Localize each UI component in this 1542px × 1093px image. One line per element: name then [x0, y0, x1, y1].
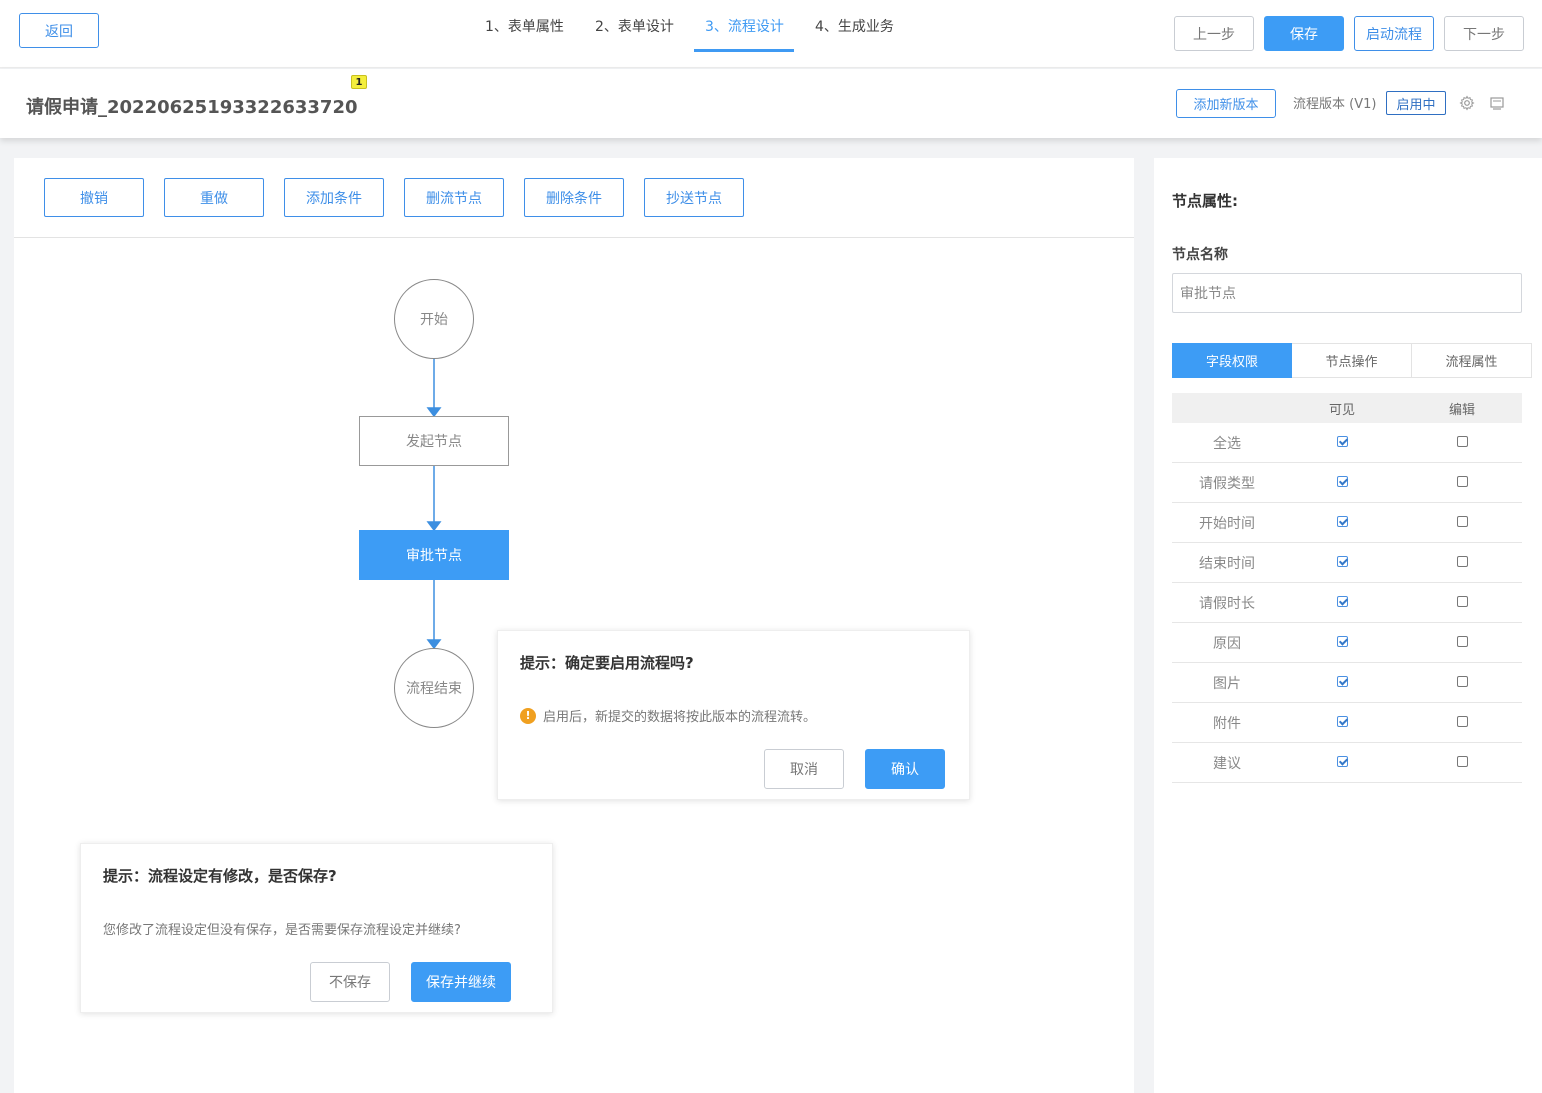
edit-checkbox[interactable]: [1456, 555, 1468, 567]
warning-icon: !: [520, 707, 536, 724]
edit-checkbox[interactable]: [1456, 715, 1468, 727]
flow-canvas-panel: 撤销 重做 添加条件 删流节点 删除条件 抄送节点 开始 发起节点 审批节点 流…: [14, 158, 1134, 1093]
redo-button[interactable]: 重做: [164, 178, 264, 217]
edit-checkbox[interactable]: [1456, 755, 1468, 767]
visible-checkbox[interactable]: [1336, 435, 1348, 447]
column-edit-header: 编辑: [1448, 402, 1475, 418]
field-name: 附件: [1213, 715, 1241, 732]
table-row: 请假类型: [1172, 463, 1522, 503]
table-header: 可见 编辑: [1172, 393, 1522, 423]
top-bar: 返回 1、表单属性 2、表单设计 3、流程设计 4、生成业务 上一步 保存 启动…: [0, 0, 1542, 68]
enable-dialog-title: 提示：确定要启用流程吗?: [520, 654, 694, 672]
flow-node-approve[interactable]: 审批节点: [359, 530, 509, 580]
step-flow-design[interactable]: 3、流程设计: [705, 19, 784, 35]
table-row: 开始时间: [1172, 503, 1522, 543]
edit-checkbox[interactable]: [1456, 635, 1468, 647]
flow-node-end[interactable]: 流程结束: [394, 648, 474, 728]
node-name-input[interactable]: [1172, 273, 1522, 313]
step-generate-business[interactable]: 4、生成业务: [815, 19, 894, 35]
table-row: 原因: [1172, 623, 1522, 663]
table-body: 全选请假类型开始时间结束时间请假时长原因图片附件建议: [1172, 423, 1522, 783]
tab-flow-properties[interactable]: 流程属性: [1412, 343, 1532, 378]
enable-dialog-message-row: ! 启用后，新提交的数据将按此版本的流程流转。: [520, 706, 816, 725]
visible-checkbox[interactable]: [1336, 715, 1348, 727]
field-name: 结束时间: [1199, 555, 1255, 572]
field-name: 开始时间: [1199, 515, 1255, 532]
cancel-button[interactable]: 取消: [764, 749, 844, 789]
step-form-design[interactable]: 2、表单设计: [595, 19, 674, 35]
start-flow-button[interactable]: 启动流程: [1354, 16, 1434, 51]
table-row: 结束时间: [1172, 543, 1522, 583]
preview-icon[interactable]: [1487, 93, 1507, 113]
tab-node-operations[interactable]: 节点操作: [1292, 343, 1412, 378]
page-title: 请假申请_20220625193322633720: [26, 97, 358, 118]
flow-connectors: [426, 359, 442, 650]
toolbar-divider: [14, 237, 1134, 238]
flow-version-label: 流程版本 (V1): [1293, 97, 1377, 112]
save-button[interactable]: 保存: [1264, 16, 1344, 51]
table-row: 请假时长: [1172, 583, 1522, 623]
edit-checkbox[interactable]: [1456, 675, 1468, 687]
cc-node-button[interactable]: 抄送节点: [644, 178, 744, 217]
field-name: 图片: [1213, 675, 1241, 692]
enable-dialog-message: 启用后，新提交的数据将按此版本的流程流转。: [543, 710, 817, 725]
save-dialog-title: 提示：流程设定有修改，是否保存?: [103, 867, 337, 885]
edit-checkbox[interactable]: [1456, 515, 1468, 527]
node-properties-panel: 节点属性: 节点名称 字段权限 节点操作 流程属性 可见 编辑 全选请假类型开始…: [1154, 158, 1542, 1093]
flow-node-start[interactable]: 开始: [394, 279, 474, 359]
field-name: 建议: [1213, 755, 1241, 772]
confirm-button[interactable]: 确认: [865, 749, 945, 789]
field-name: 请假类型: [1199, 475, 1255, 492]
field-name: 原因: [1213, 635, 1241, 652]
active-step-indicator: [694, 49, 794, 52]
prev-step-button[interactable]: 上一步: [1174, 16, 1254, 51]
undo-button[interactable]: 撤销: [44, 178, 144, 217]
save-continue-button[interactable]: 保存并继续: [411, 962, 511, 1002]
field-name: 请假时长: [1199, 595, 1255, 612]
node-properties-heading: 节点属性:: [1172, 192, 1238, 210]
table-row: 建议: [1172, 743, 1522, 783]
flow-node-initiate[interactable]: 发起节点: [359, 416, 509, 466]
visible-checkbox[interactable]: [1336, 755, 1348, 767]
tab-field-permissions[interactable]: 字段权限: [1172, 343, 1292, 378]
visible-checkbox[interactable]: [1336, 475, 1348, 487]
add-version-button[interactable]: 添加新版本: [1176, 89, 1276, 118]
enable-flow-dialog: 提示：确定要启用流程吗? ! 启用后，新提交的数据将按此版本的流程流转。 取消 …: [497, 630, 970, 800]
next-step-button[interactable]: 下一步: [1444, 16, 1524, 51]
visible-checkbox[interactable]: [1336, 555, 1348, 567]
back-button[interactable]: 返回: [19, 13, 99, 48]
edit-checkbox[interactable]: [1456, 595, 1468, 607]
visible-checkbox[interactable]: [1336, 595, 1348, 607]
table-row: 图片: [1172, 663, 1522, 703]
add-condition-button[interactable]: 添加条件: [284, 178, 384, 217]
delete-condition-button[interactable]: 删除条件: [524, 178, 624, 217]
title-bar: 请假申请_20220625193322633720 1 添加新版本 流程版本 (…: [0, 69, 1542, 138]
save-dialog-message: 您修改了流程设定但没有保存，是否需要保存流程设定并继续?: [103, 923, 461, 938]
status-badge[interactable]: 启用中: [1386, 91, 1446, 115]
visible-checkbox[interactable]: [1336, 635, 1348, 647]
field-name: 全选: [1213, 435, 1241, 452]
save-changes-dialog: 提示：流程设定有修改，是否保存? 您修改了流程设定但没有保存，是否需要保存流程设…: [80, 843, 553, 1013]
edit-checkbox[interactable]: [1456, 435, 1468, 447]
delete-node-button[interactable]: 删流节点: [404, 178, 504, 217]
gear-icon[interactable]: [1457, 93, 1477, 113]
table-row: 附件: [1172, 703, 1522, 743]
properties-tabs: 字段权限 节点操作 流程属性: [1172, 343, 1532, 378]
no-save-button[interactable]: 不保存: [310, 962, 390, 1002]
visible-checkbox[interactable]: [1336, 675, 1348, 687]
field-permissions-table: 可见 编辑 全选请假类型开始时间结束时间请假时长原因图片附件建议: [1172, 393, 1522, 783]
table-row: 全选: [1172, 423, 1522, 463]
edit-checkbox[interactable]: [1456, 475, 1468, 487]
visible-checkbox[interactable]: [1336, 515, 1348, 527]
column-visible-header: 可见: [1328, 402, 1355, 418]
node-name-label: 节点名称: [1172, 247, 1228, 263]
annotation-badge: 1: [351, 75, 367, 89]
step-form-properties[interactable]: 1、表单属性: [485, 19, 564, 35]
